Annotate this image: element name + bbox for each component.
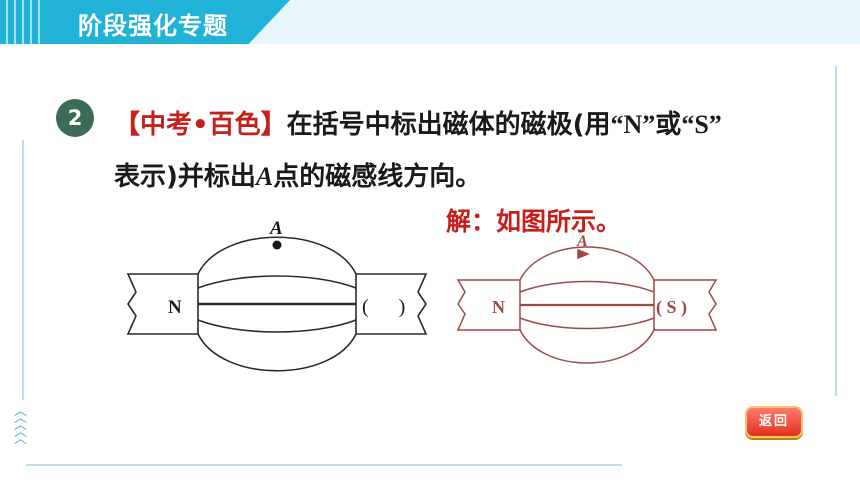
point-a-inline: A [255, 162, 274, 191]
figure-answer [456, 246, 718, 364]
double-chevron-up-icon: ︿︿︿︿︿ [14, 404, 28, 447]
question-line-2: 表示)并标出A点的磁感线方向。 [114, 156, 481, 193]
answer-text: 解：如图所示。 [446, 207, 622, 236]
point-a-dot [272, 240, 282, 250]
bottom-border-line [26, 464, 622, 466]
quote-s: “S” [681, 110, 722, 139]
header-bar: 阶段强化专题 [0, 0, 860, 44]
question-left-pole-label: N [168, 297, 182, 318]
question-right-pole-label: ( ) [362, 296, 405, 318]
answer-field-line-upper [519, 280, 655, 293]
answer-field-line-bottom [519, 329, 655, 364]
answer-right-pole-label: ( S ) [656, 297, 687, 318]
left-magnet-outline [126, 273, 199, 335]
answer-left-pole-label: N [492, 297, 505, 317]
answer-field-line-top [519, 246, 655, 281]
left-border-line [22, 140, 24, 400]
answer-point-label: A [576, 233, 588, 250]
source-tag: 【中考•百色】 [114, 110, 287, 140]
header-tint [240, 0, 860, 44]
right-magnet-outline [355, 273, 428, 335]
field-line-lower [197, 319, 357, 333]
question-number-badge: 2 [56, 99, 94, 137]
answer-left-magnet [456, 279, 521, 331]
question-text-2b: 点的磁感线方向。 [273, 162, 482, 192]
quote-n: “N” [610, 110, 656, 139]
arrow-right-icon [577, 248, 591, 260]
answer-right-magnet [653, 279, 718, 331]
field-line-top [197, 236, 357, 275]
header-title-tab [60, 0, 290, 44]
field-line-upper [197, 275, 357, 289]
back-button[interactable]: 返回 [745, 406, 803, 438]
field-line-bottom [197, 333, 357, 372]
right-border-line [835, 66, 837, 396]
figure-question [126, 236, 428, 372]
or-text: 或 [655, 110, 682, 140]
answer-field-line-lower [519, 317, 655, 330]
question-text-2a: 表示)并标出 [114, 162, 256, 192]
page-title: 阶段强化专题 [78, 12, 228, 40]
question-text-1: 在括号中标出磁体的磁极(用 [286, 110, 611, 140]
question-line-1: 【中考•百色】在括号中标出磁体的磁极(用“N”或“S” [114, 104, 722, 141]
header-stripes [0, 0, 60, 44]
question-point-label: A [269, 218, 283, 239]
